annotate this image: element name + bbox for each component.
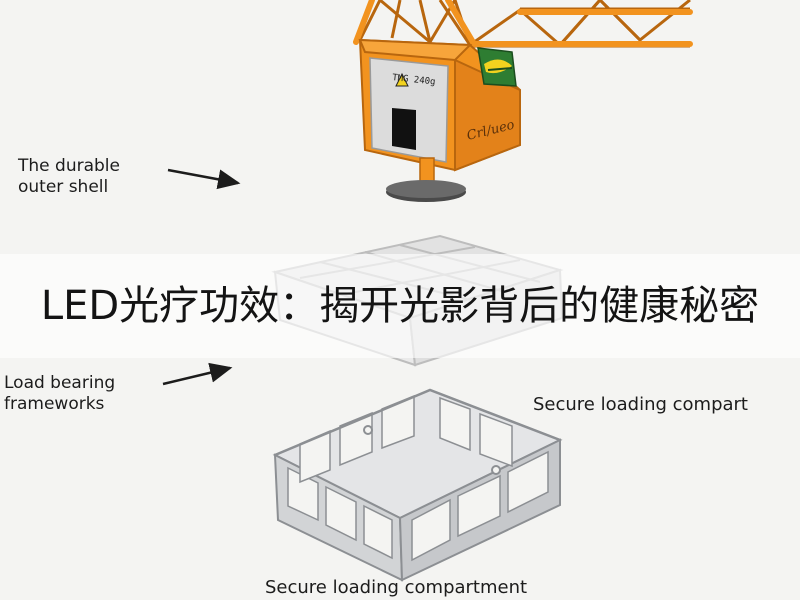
- spec-text: TMG 240g: [392, 73, 436, 87]
- secure-compartment-label-bottom: Secure loading compartment: [265, 577, 528, 598]
- arrow-load-frame: [162, 362, 233, 386]
- arrow-outer-shell: [167, 168, 241, 190]
- crane-housing: [358, 38, 521, 202]
- outer-shell-label-text: The durable outer shell: [18, 156, 120, 197]
- load-frame: [272, 388, 563, 582]
- brand-logo-icon: [477, 47, 517, 87]
- headline-text: LED光疗功效：揭开光影背后的健康秘密: [40, 283, 760, 329]
- crane-boom: [358, 0, 691, 48]
- load-frame-label-text: Load bearing frameworks: [4, 373, 116, 414]
- headline-banner: [0, 254, 800, 358]
- secure-compartment-label-top: Secure loading compart: [533, 394, 748, 415]
- load-frame-label: Load bearing frameworks: [4, 373, 154, 415]
- outer-shell-label: The durable outer shell: [18, 156, 158, 198]
- crane-boom-fill: [353, 0, 693, 47]
